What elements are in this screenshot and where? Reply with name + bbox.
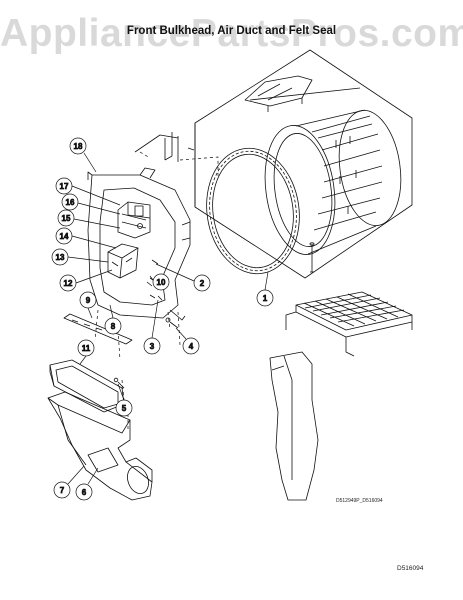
main-drawing-code: D516094 bbox=[397, 565, 424, 572]
drum-enclosure bbox=[194, 49, 413, 279]
watermark: AppliancePartsPros.com bbox=[0, 12, 463, 55]
drum-top-bracket bbox=[244, 75, 313, 112]
callout-14-label: 14 bbox=[60, 232, 69, 241]
callouts: 18 17 16 15 14 13 bbox=[51, 137, 274, 501]
callout-6: 6 bbox=[75, 467, 99, 501]
air-duct-top bbox=[49, 359, 125, 413]
callout-17-label: 17 bbox=[60, 182, 69, 191]
gasket-strip bbox=[63, 313, 133, 345]
screw-5 bbox=[113, 377, 125, 389]
callout-2-label: 2 bbox=[200, 279, 205, 288]
callout-14: 14 bbox=[55, 227, 117, 249]
switch-bracket bbox=[107, 243, 139, 279]
callout-18-label: 18 bbox=[74, 142, 83, 151]
callout-15-label: 15 bbox=[62, 214, 71, 223]
screw-4 bbox=[165, 317, 179, 329]
callout-5: 5 bbox=[115, 383, 133, 417]
callout-15: 15 bbox=[57, 209, 121, 229]
bulkhead-rods bbox=[134, 132, 195, 162]
felt-seal bbox=[206, 147, 300, 275]
callout-10-label: 10 bbox=[157, 278, 166, 287]
callout-10: 10 bbox=[149, 273, 170, 291]
callout-7-label: 7 bbox=[60, 486, 65, 495]
front-bulkhead bbox=[87, 167, 191, 321]
vertical-duct bbox=[269, 351, 319, 501]
leader-dashes bbox=[94, 151, 219, 430]
callout-12-label: 12 bbox=[64, 279, 73, 288]
callout-13: 13 bbox=[51, 248, 109, 266]
callout-5-label: 5 bbox=[122, 404, 127, 413]
callout-2: 2 bbox=[155, 263, 211, 292]
callout-17: 17 bbox=[55, 177, 121, 206]
callout-12: 12 bbox=[59, 269, 113, 292]
callout-11: 11 bbox=[77, 339, 95, 365]
lint-housing bbox=[117, 201, 151, 239]
callout-16-label: 16 bbox=[66, 198, 75, 207]
diagram-title: Front Bulkhead, Air Duct and Felt Seal bbox=[126, 25, 337, 37]
callout-8: 8 bbox=[104, 304, 122, 335]
callout-8-label: 8 bbox=[111, 322, 116, 331]
callout-6-label: 6 bbox=[82, 488, 87, 497]
callout-3: 3 bbox=[143, 299, 161, 355]
callout-9-label: 9 bbox=[86, 296, 91, 305]
callout-1: 1 bbox=[256, 271, 274, 307]
callout-11-label: 11 bbox=[82, 344, 91, 353]
drum bbox=[264, 109, 402, 255]
wire-rack bbox=[285, 291, 413, 357]
callout-1-label: 1 bbox=[263, 294, 268, 303]
callout-4: 4 bbox=[175, 327, 200, 355]
drum-pin bbox=[309, 242, 315, 273]
callout-16: 16 bbox=[61, 193, 121, 215]
air-duct-lower bbox=[47, 391, 153, 501]
detail-drawing-code: D512949P_D516094 bbox=[336, 498, 383, 504]
callout-18: 18 bbox=[69, 137, 97, 173]
callout-4-label: 4 bbox=[189, 342, 194, 351]
callout-9: 9 bbox=[79, 291, 97, 319]
callout-3-label: 3 bbox=[150, 342, 155, 351]
callout-13-label: 13 bbox=[56, 253, 65, 262]
callout-7: 7 bbox=[53, 465, 85, 499]
